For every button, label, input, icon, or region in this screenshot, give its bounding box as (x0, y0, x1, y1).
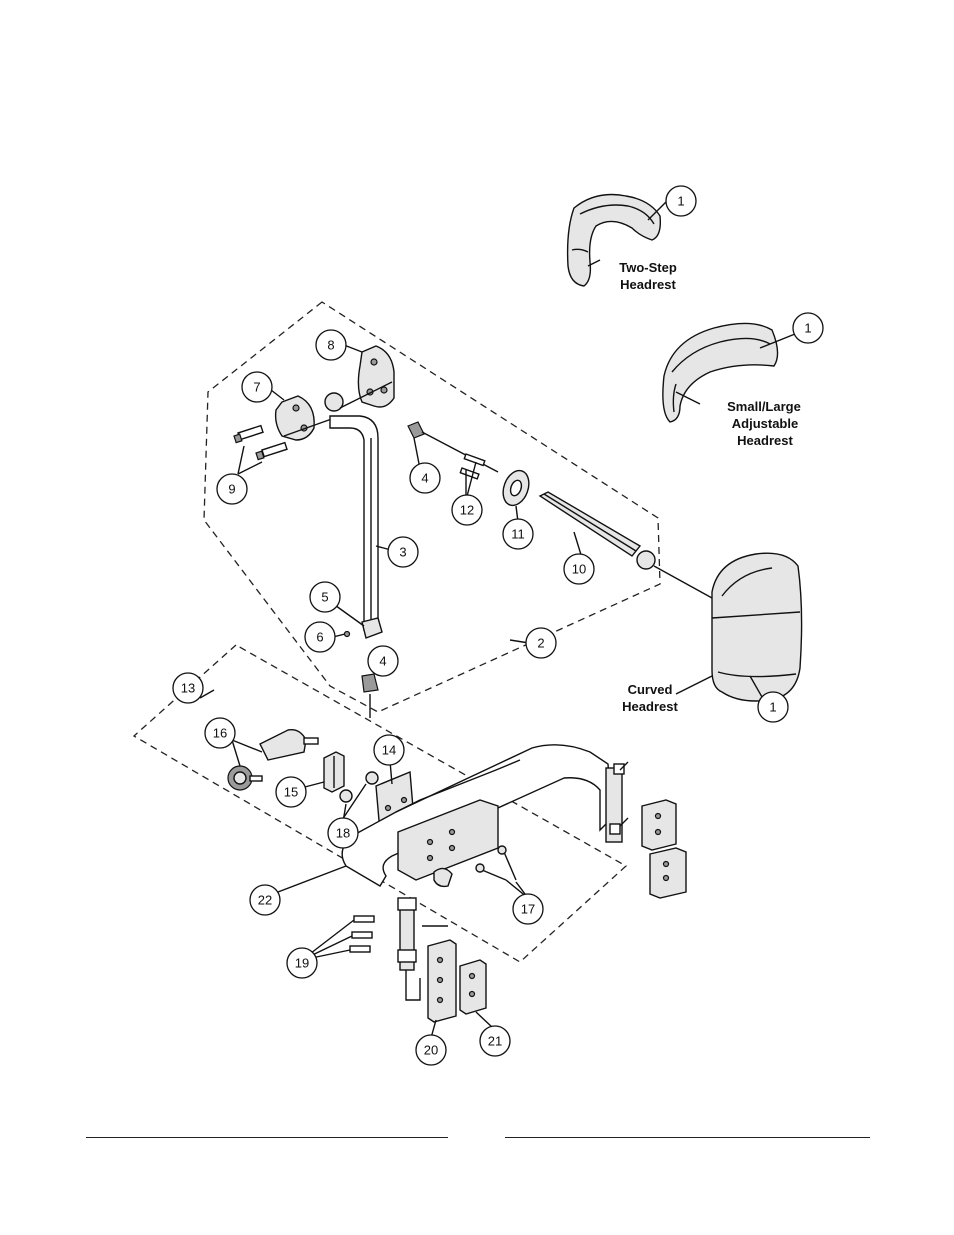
part-18-nuts (339, 771, 379, 803)
callout-8: 8 (315, 329, 347, 361)
svg-text:10: 10 (572, 562, 586, 577)
svg-text:13: 13 (181, 681, 195, 696)
svg-text:Adjustable: Adjustable (732, 416, 798, 431)
part-19-screws (349, 897, 421, 1001)
svg-text:Curved: Curved (628, 682, 673, 697)
svg-text:Small/Large: Small/Large (727, 399, 801, 414)
label-two-step-headrest: Two-Step Headrest (619, 260, 677, 292)
svg-text:20: 20 (424, 1043, 438, 1058)
part-16-lever-and-knob (227, 729, 319, 791)
part-11-washer (502, 469, 530, 507)
parts-4-5-6-lower (343, 617, 383, 718)
callout-9: 9 (216, 473, 248, 505)
footer-rule-right (505, 1137, 870, 1138)
svg-text:17: 17 (521, 902, 535, 917)
svg-text:16: 16 (213, 726, 227, 741)
svg-text:8: 8 (327, 338, 334, 353)
part-9-screws (233, 415, 341, 461)
callout-22: 22 (249, 884, 281, 916)
svg-text:1: 1 (677, 194, 684, 209)
part-10-rod (538, 491, 713, 599)
svg-text:7: 7 (253, 380, 260, 395)
svg-text:4: 4 (421, 471, 428, 486)
right-brackets (641, 799, 687, 899)
svg-text:12: 12 (460, 503, 474, 518)
part-21-bracket (459, 959, 487, 1015)
curved-headrest (711, 552, 803, 702)
part-4-upper-knob (407, 421, 499, 473)
callout-17: 17 (512, 893, 544, 925)
label-curved-headrest: Curved Headrest (622, 682, 678, 714)
svg-text:22: 22 (258, 893, 272, 908)
callout-7: 7 (241, 371, 273, 403)
callout-6: 6 (304, 621, 336, 653)
callout-1-two-step: 1 (665, 185, 697, 217)
callout-10: 10 (563, 553, 595, 585)
svg-text:3: 3 (399, 545, 406, 560)
callout-19: 19 (286, 947, 318, 979)
svg-text:Headrest: Headrest (620, 277, 676, 292)
callout-4-upper: 4 (409, 462, 441, 494)
callout-12: 12 (451, 494, 483, 526)
svg-text:Headrest: Headrest (622, 699, 678, 714)
part-12-pins (459, 453, 486, 480)
two-step-headrest (566, 193, 662, 287)
svg-text:1: 1 (804, 321, 811, 336)
callout-20: 20 (415, 1034, 447, 1066)
callout-1-curved: 1 (757, 691, 789, 723)
svg-text:9: 9 (228, 482, 235, 497)
svg-text:15: 15 (284, 785, 298, 800)
part-20-bracket (422, 925, 457, 1023)
callout-5: 5 (309, 581, 341, 613)
svg-text:Headrest: Headrest (737, 433, 793, 448)
adjustable-headrest (662, 322, 779, 423)
part-7-clamp (274, 395, 315, 441)
part-17-screws (475, 845, 517, 881)
svg-text:11: 11 (511, 527, 525, 542)
callout-21: 21 (479, 1025, 511, 1057)
svg-text:19: 19 (295, 956, 309, 971)
callout-16: 16 (204, 717, 236, 749)
callout-13: 13 (172, 672, 204, 704)
part-15-clip (323, 751, 345, 793)
svg-text:6: 6 (316, 630, 323, 645)
callout-18: 18 (327, 817, 359, 849)
callout-3: 3 (387, 536, 419, 568)
callout-1-adjustable: 1 (792, 312, 824, 344)
svg-text:18: 18 (336, 826, 350, 841)
svg-text:4: 4 (379, 654, 386, 669)
callout-4-lower: 4 (367, 645, 399, 677)
svg-text:1: 1 (769, 700, 776, 715)
callout-11: 11 (502, 518, 534, 550)
svg-text:Two-Step: Two-Step (619, 260, 677, 275)
callout-14: 14 (373, 734, 405, 766)
svg-text:21: 21 (488, 1034, 502, 1049)
part-22-frame (341, 744, 629, 888)
svg-text:14: 14 (382, 743, 396, 758)
callout-15: 15 (275, 776, 307, 808)
assembly-2-boundary (203, 301, 661, 713)
label-adjustable-headrest: Small/Large Adjustable Headrest (727, 399, 801, 448)
svg-text:2: 2 (537, 636, 544, 651)
part-8-clamp (357, 345, 395, 408)
footer-rule-left (86, 1137, 448, 1138)
svg-text:5: 5 (321, 590, 328, 605)
callout-2: 2 (525, 627, 557, 659)
